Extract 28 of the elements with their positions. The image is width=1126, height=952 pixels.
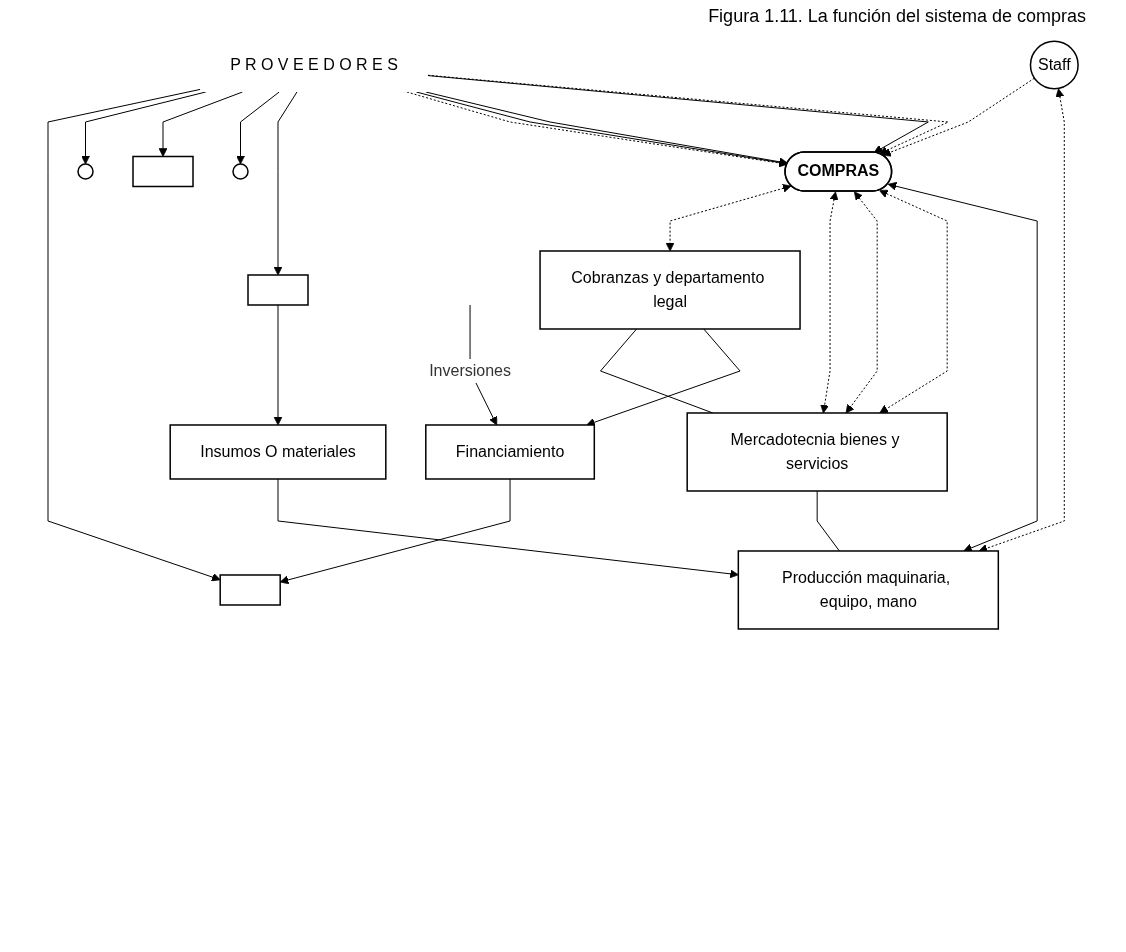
arrow bbox=[47, 88, 221, 582]
arrow bbox=[665, 184, 792, 252]
edge-label: Inversiones bbox=[429, 361, 511, 379]
arrow bbox=[586, 328, 741, 427]
node-circle bbox=[232, 163, 249, 180]
arrow bbox=[277, 478, 739, 579]
connector bbox=[816, 490, 840, 552]
arrow bbox=[236, 91, 280, 165]
node-box: Insumos O materiales bbox=[169, 424, 387, 480]
arrow bbox=[820, 191, 839, 414]
node-circle bbox=[77, 163, 94, 180]
node-text: P R O V E E D O R E S bbox=[230, 56, 398, 73]
node-box bbox=[247, 274, 309, 306]
arrow bbox=[158, 91, 243, 157]
node-box bbox=[219, 574, 281, 606]
arrow bbox=[879, 189, 948, 414]
node-circle: Staff bbox=[1029, 40, 1079, 90]
arrow bbox=[882, 77, 1035, 157]
node-box bbox=[132, 155, 194, 188]
node-box: Cobranzas y departamento legal bbox=[539, 250, 801, 330]
arrow bbox=[273, 304, 283, 426]
node-box: Mercadotecnia bienes y servicios bbox=[686, 412, 948, 492]
arrow bbox=[845, 191, 878, 414]
arrow bbox=[273, 91, 298, 276]
figure-title: Figura 1.11. La función del sistema de compras bbox=[707, 5, 1087, 28]
arrow bbox=[81, 91, 207, 165]
node-box: Financiamiento bbox=[425, 424, 595, 480]
node-box: Producción maquinaria, equipo, mano bbox=[737, 550, 999, 630]
